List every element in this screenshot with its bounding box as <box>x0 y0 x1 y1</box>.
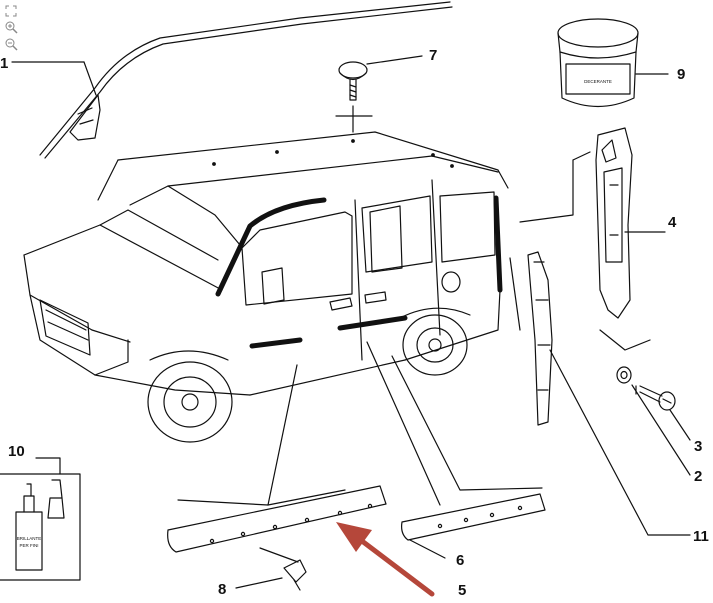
part-9-degreaser-jar <box>557 18 639 107</box>
part-4-pillar-trim <box>595 127 633 319</box>
part-11-door-edge-strip <box>527 251 553 426</box>
leader-11 <box>549 349 691 536</box>
callout-5[interactable]: 5 <box>458 582 466 599</box>
leader-2-3-bracket <box>599 329 651 351</box>
part-6-side-molding-short <box>401 493 546 541</box>
callout-4[interactable]: 4 <box>668 214 677 231</box>
callout-11[interactable]: 11 <box>693 528 709 545</box>
part-10-adhesive-kit <box>0 473 81 581</box>
part-2-washer <box>616 366 632 384</box>
part-5-side-molding-long <box>167 485 387 553</box>
callout-3[interactable]: 3 <box>694 438 702 455</box>
leader-4-b <box>519 151 591 223</box>
callout-1[interactable]: 1 <box>0 55 8 72</box>
callout-7[interactable]: 7 <box>429 47 437 64</box>
fit-page-icon[interactable] <box>3 3 19 18</box>
zoom-out-icon[interactable] <box>3 37 19 52</box>
highlight-arrow <box>336 522 435 597</box>
part-1-windshield-molding <box>39 1 453 159</box>
leader-8 <box>235 577 283 589</box>
leader-7 <box>366 55 423 65</box>
leader-5-b <box>177 489 346 506</box>
leader-7-roof <box>335 105 373 133</box>
callout-10[interactable]: 10 <box>8 443 25 460</box>
part-3-screw <box>635 385 676 411</box>
leader-1b <box>83 61 97 96</box>
leader-2 <box>631 384 691 476</box>
bottle-label-line1: BRILLANTE <box>17 536 42 541</box>
zoom-in-icon[interactable] <box>3 20 19 35</box>
callout-6[interactable]: 6 <box>456 552 464 569</box>
leader-6-a <box>366 341 441 506</box>
part-8-rivet-clip <box>283 559 307 591</box>
leader-3 <box>669 409 691 441</box>
leader-8-a <box>259 547 299 563</box>
bottle-label-line2: PER FINI <box>19 543 38 548</box>
vehicle-body <box>23 131 509 443</box>
jar-label: DECERANTE <box>584 79 612 84</box>
leader-5-a <box>267 364 298 506</box>
callout-2[interactable]: 2 <box>694 468 702 485</box>
leader-6 <box>409 539 446 559</box>
callout-9[interactable]: 9 <box>677 66 685 83</box>
part-7-push-clip <box>338 61 368 101</box>
callout-8[interactable]: 8 <box>218 581 226 598</box>
leader-10 <box>35 457 61 475</box>
zoom-toolbar <box>3 3 21 54</box>
leader-6-b <box>391 355 543 491</box>
leader-11-b <box>509 257 521 331</box>
